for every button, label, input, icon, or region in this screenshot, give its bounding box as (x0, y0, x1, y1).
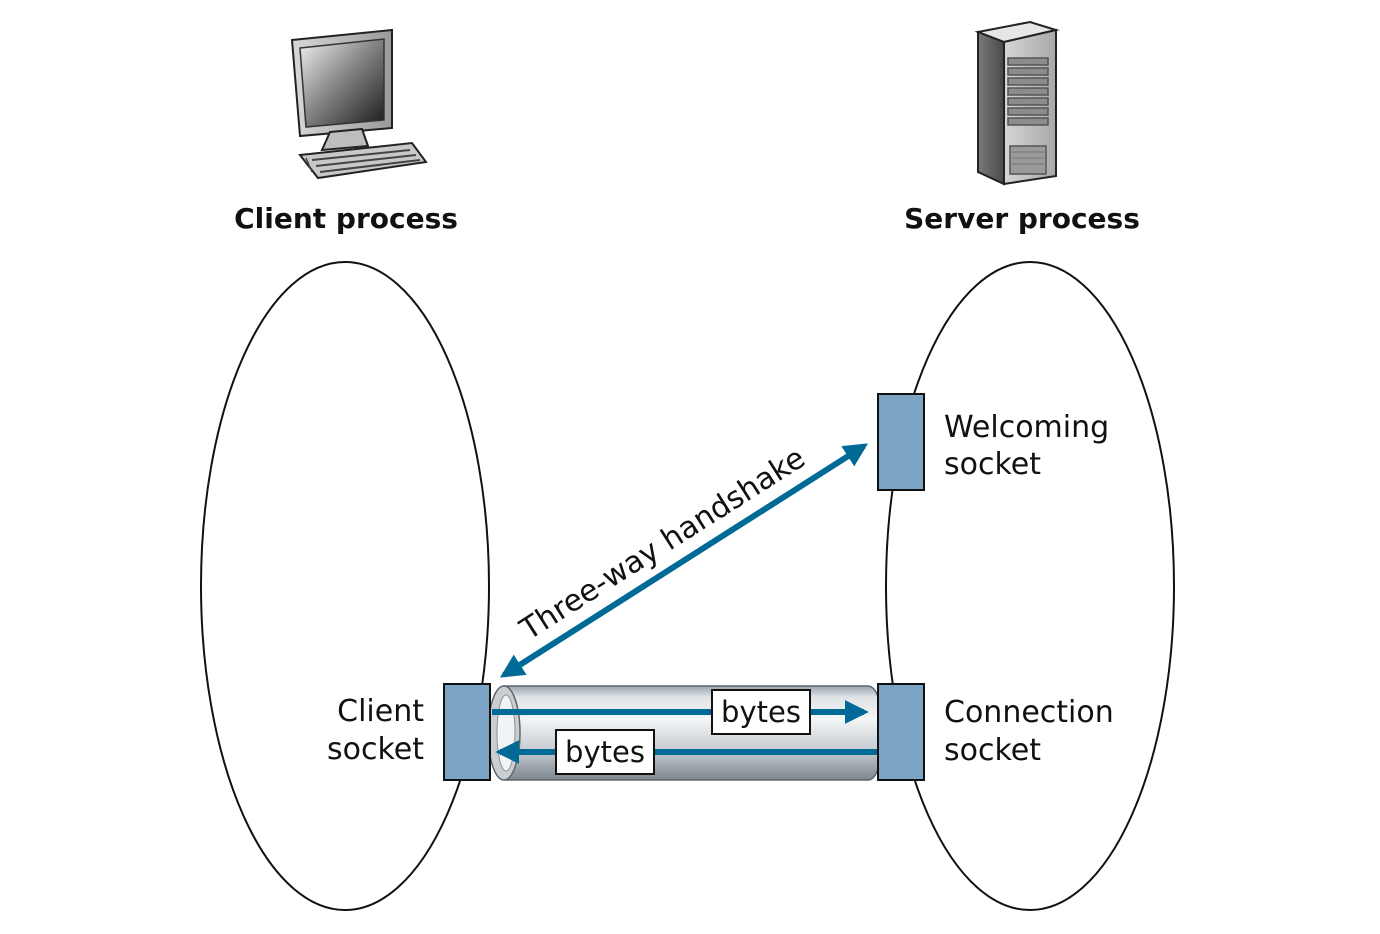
connection-socket-label-line1: Connection (944, 695, 1114, 730)
client-socket (443, 683, 491, 781)
handshake-label: Three-way handshake (513, 441, 811, 648)
bytes-label-upper-text: bytes (721, 695, 801, 729)
handshake-arrow (499, 443, 869, 678)
bytes-label-lower-text: bytes (565, 735, 645, 769)
tcp-connection-pipe (487, 685, 885, 781)
bytes-label-upper: bytes (711, 689, 811, 735)
client-socket-label-line1: Client (337, 694, 424, 729)
connection-socket (877, 683, 925, 781)
welcoming-socket (877, 393, 925, 491)
connection-socket-label-line2: socket (944, 733, 1041, 768)
server-tower-icon (974, 20, 1060, 186)
client-process-title: Client process (234, 202, 458, 235)
desktop-computer-icon (290, 28, 428, 180)
bytes-label-lower: bytes (555, 729, 655, 775)
client-process-boundary (200, 261, 490, 911)
server-process-title: Server process (904, 202, 1140, 235)
server-process-boundary (885, 261, 1175, 911)
welcoming-socket-label-line1: Welcoming (944, 410, 1109, 445)
welcoming-socket-label-line2: socket (944, 447, 1041, 482)
client-socket-label-line2: socket (327, 732, 424, 767)
